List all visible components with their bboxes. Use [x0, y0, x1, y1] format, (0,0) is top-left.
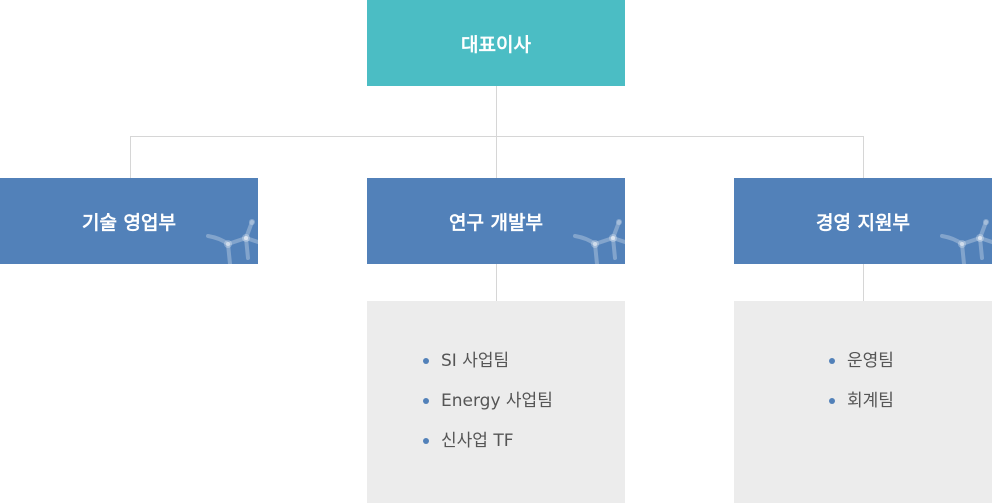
left-branch-drop-line: [130, 136, 131, 178]
right-branch-drop-line: [863, 136, 864, 178]
team-list-rnd: SI 사업팀 Energy 사업팀 신사업 TF: [423, 347, 553, 467]
dept-label-rnd: 연구 개발부: [448, 211, 543, 234]
bullet-icon: [829, 398, 835, 404]
molecule-decoration-icon: [206, 219, 258, 264]
ceo-label: 대표이사: [461, 33, 531, 56]
team-panel-rnd: SI 사업팀 Energy 사업팀 신사업 TF: [367, 301, 625, 503]
team-label: SI 사업팀: [441, 351, 510, 371]
team-label: 운영팀: [847, 351, 894, 371]
ceo-box: 대표이사: [367, 0, 625, 86]
ceo-connector-line: [496, 86, 497, 178]
dept-label-tech-sales: 기술 영업부: [81, 211, 176, 234]
team-list-item: 신사업 TF: [423, 427, 553, 467]
team-list-item: SI 사업팀: [423, 347, 553, 387]
dept-box-rnd: 연구 개발부: [367, 178, 625, 264]
dept-box-tech-sales: 기술 영업부: [0, 178, 258, 264]
mgmt-to-teams-line: [863, 264, 864, 301]
team-label: 신사업 TF: [441, 431, 514, 451]
molecule-decoration-icon: [573, 219, 625, 264]
bullet-icon: [423, 358, 429, 364]
team-label: Energy 사업팀: [441, 391, 553, 411]
dept-label-management: 경영 지원부: [815, 211, 910, 234]
team-list-management: 운영팀 회계팀: [829, 347, 894, 427]
bullet-icon: [423, 398, 429, 404]
team-list-item: 운영팀: [829, 347, 894, 387]
team-panel-management: 운영팀 회계팀: [734, 301, 992, 503]
molecule-decoration-icon: [940, 219, 992, 264]
team-list-item: Energy 사업팀: [423, 387, 553, 427]
team-label: 회계팀: [847, 391, 894, 411]
team-list-item: 회계팀: [829, 387, 894, 427]
bullet-icon: [423, 438, 429, 444]
dept-box-management: 경영 지원부: [734, 178, 992, 264]
horizontal-branch-line: [130, 136, 864, 137]
rnd-to-teams-line: [496, 264, 497, 301]
bullet-icon: [829, 358, 835, 364]
